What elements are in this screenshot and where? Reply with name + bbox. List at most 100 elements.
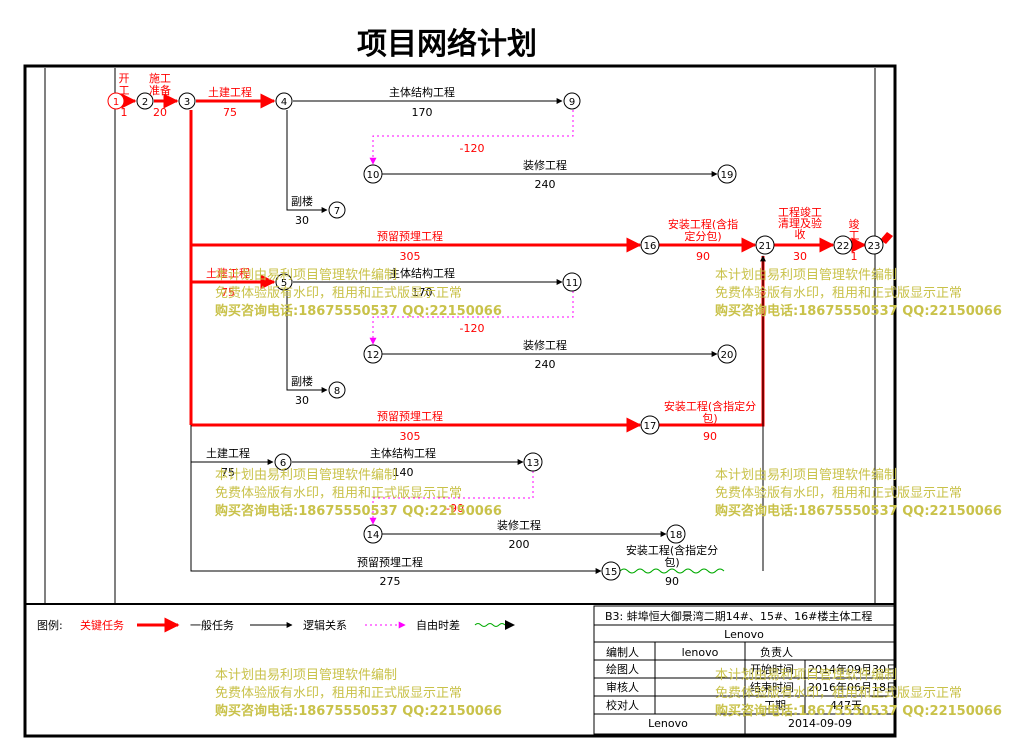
task-name-line: 竣 [849, 217, 860, 231]
free-float-group [369, 110, 574, 525]
task-duration: 275 [380, 575, 401, 588]
task-duration: 90 [665, 575, 679, 588]
wavy-line-15-21 [619, 568, 725, 574]
task-duration: 1 [121, 106, 128, 119]
node-15[interactable]: 15 [601, 561, 621, 581]
node-1[interactable]: 1 [107, 92, 125, 110]
node-11[interactable]: 11 [562, 272, 582, 292]
task-duration: 90 [696, 250, 710, 263]
watermark-block: 本计划由易利项目管理软件编制 免费体验版有水印，租用和正式版显示正常 购买咨询电… [215, 268, 502, 319]
task-name: 主体结构工程 [370, 446, 436, 460]
task-name: 预留预埋工程 [377, 230, 443, 243]
node-label: 5 [281, 278, 287, 289]
legend-critical-label: 关键任务 [80, 618, 124, 632]
node-8[interactable]: 8 [328, 381, 346, 399]
task-labels-group: 开工 1 施工准备 20 土建工程 75 主体结构工程 170 -120 装修工… [119, 72, 860, 588]
task-name-line: 安装工程(含指定分 [664, 399, 756, 413]
node-label: 18 [670, 530, 683, 541]
end-label: 结束时间 [750, 681, 794, 694]
info-table-border [593, 605, 895, 735]
checker-label: 校对人 [606, 698, 639, 712]
watermark-block: 本计划由易利项目管理软件编制 免费体验版有水印，租用和正式版显示正常 购买咨询电… [715, 468, 1002, 519]
node-2[interactable]: 2 [136, 92, 154, 110]
task-duration: 75 [223, 106, 237, 119]
period-value: 447天 [830, 699, 862, 712]
node-label: 22 [837, 241, 850, 252]
project-name: B3: 蚌埠恒大御景湾二期14#、15#、16#楼主体工程 [605, 609, 872, 623]
node-14[interactable]: 14 [363, 524, 383, 544]
footer-date: 2014-09-09 [788, 717, 852, 730]
node-label: 8 [334, 386, 340, 397]
legend-free-arrow-icon [505, 620, 515, 630]
task-duration: 170 [412, 106, 433, 119]
watermark-line: 本计划由易利项目管理软件编制 [715, 268, 897, 283]
task-name: 主体结构工程 [389, 85, 455, 99]
node-7[interactable]: 7 [328, 201, 346, 219]
node-6[interactable]: 6 [274, 453, 292, 471]
node-label: 21 [759, 241, 772, 252]
task-name: 土建工程 [208, 85, 252, 99]
free-float-label: -120 [460, 322, 485, 335]
end-value: 2016年06月18日 [808, 680, 897, 694]
node-21[interactable]: 21 [755, 235, 775, 255]
task-duration: 30 [295, 214, 309, 227]
watermark-line: 免费体验版有水印，租用和正式版显示正常 [715, 485, 962, 501]
editor-value: lenovo [682, 646, 719, 659]
arrow-4-7 [286, 110, 328, 213]
node-label: 11 [566, 278, 579, 289]
watermark-line: 购买咨询电话:18675550537 QQ:22150066 [715, 503, 1002, 519]
node-4[interactable]: 4 [275, 92, 293, 110]
task-name-line: 准备 [149, 83, 171, 97]
task-name: 安装工程(含指定分包) [626, 543, 718, 569]
legend-logic-label: 逻辑关系 [303, 618, 347, 632]
watermark-block: 本计划由易利项目管理软件编制 免费体验版有水印，租用和正式版显示正常 购买咨询电… [715, 668, 1002, 719]
editor-label: 编制人 [606, 645, 639, 659]
node-5[interactable]: 5 [275, 273, 293, 291]
node-23[interactable]: 23 [864, 235, 884, 255]
task-name: 主体结构工程 [389, 266, 455, 280]
task-duration: 30 [295, 394, 309, 407]
node-10[interactable]: 10 [363, 164, 383, 184]
task-name-line: 工 [119, 84, 130, 97]
node-label: 10 [367, 170, 380, 181]
start-label: 开始时间 [750, 662, 794, 676]
watermark-line: 购买咨询电话:18675550537 QQ:22150066 [715, 703, 1002, 719]
info-table-text: B3: 蚌埠恒大御景湾二期14#、15#、16#楼主体工程 Lenovo 编制人… [605, 609, 897, 730]
float-9-10 [369, 110, 574, 165]
node-20[interactable]: 20 [717, 344, 737, 364]
node-label: 7 [334, 206, 340, 217]
watermark-line: 本计划由易利项目管理软件编制 [715, 468, 897, 483]
free-float-label: -120 [460, 142, 485, 155]
node-19[interactable]: 19 [717, 164, 737, 184]
node-3[interactable]: 3 [178, 92, 196, 110]
node-label: 3 [184, 97, 190, 108]
node-9[interactable]: 9 [563, 92, 581, 110]
watermark-line: 免费体验版有水印，租用和正式版显示正常 [715, 285, 962, 301]
task-duration: 75 [221, 466, 235, 479]
task-duration: 240 [535, 178, 556, 191]
node-13[interactable]: 13 [523, 452, 543, 472]
task-name-line: 工 [849, 229, 860, 242]
task-name: 装修工程 [523, 338, 567, 352]
task-name: 土建工程 [206, 446, 250, 460]
task-name: 装修工程 [523, 158, 567, 172]
page-title: 项目网络计划 [357, 27, 537, 62]
watermark-line: 购买咨询电话:18675550537 QQ:22150066 [215, 303, 502, 319]
task-name-line: 工程竣工 [778, 205, 822, 219]
task-name-line: 安装工程(含指 [668, 217, 738, 231]
node-12[interactable]: 12 [363, 344, 383, 364]
watermark-line: 购买咨询电话:18675550537 QQ:22150066 [215, 703, 502, 719]
node-22[interactable]: 22 [833, 235, 853, 255]
node-16[interactable]: 16 [640, 235, 660, 255]
arrow-3-15 [190, 425, 602, 574]
task-duration: 1 [851, 250, 858, 263]
float-11-12 [369, 291, 574, 345]
outer-frame [23, 64, 897, 738]
watermark-group-bottom: 本计划由易利项目管理软件编制 免费体验版有水印，租用和正式版显示正常 购买咨询电… [215, 668, 1002, 719]
task-name: 装修工程 [497, 518, 541, 532]
node-17[interactable]: 17 [640, 415, 660, 435]
node-label: 23 [868, 241, 881, 252]
task-name: 竣工 [849, 217, 860, 242]
node-18[interactable]: 18 [666, 524, 686, 544]
